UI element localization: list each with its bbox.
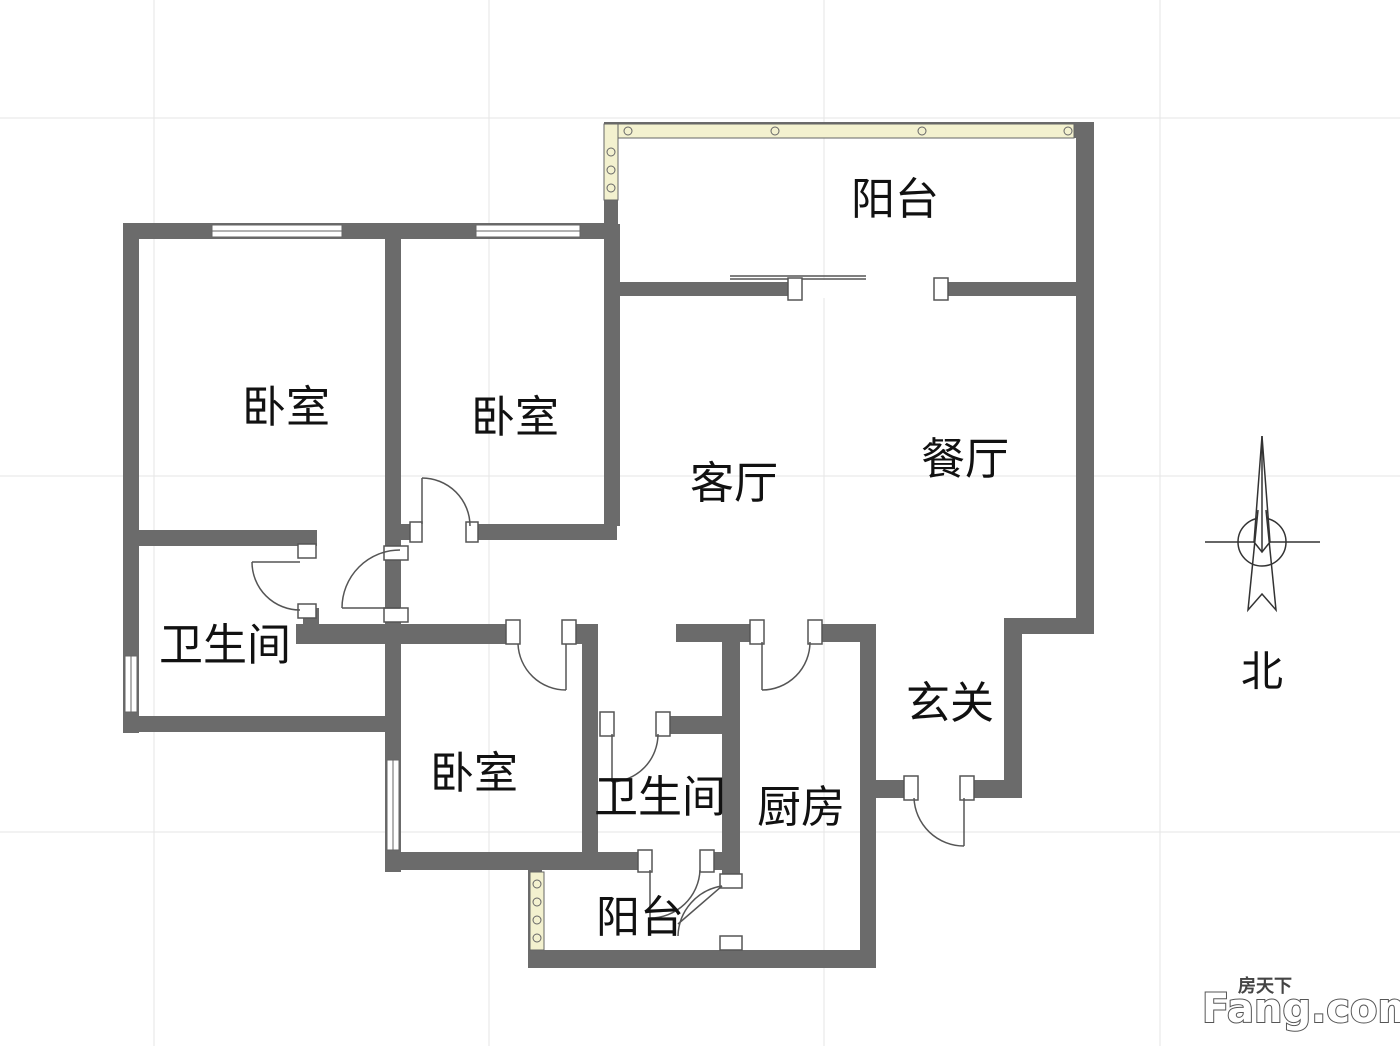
room-label-kitchen: 厨房 [757,782,845,833]
compass-north-label: 北 [1241,647,1283,696]
windows [124,224,581,851]
balcony-railings [529,123,1075,951]
compass-icon [1205,435,1320,613]
room-label-bedroom-south: 卧室 [430,748,518,799]
room-label-bedroom-north: 卧室 [471,392,559,443]
logo-brand-top: 房天下 [1238,975,1292,997]
room-label-bedroom-northwest: 卧室 [242,382,330,433]
room-label-living-room: 客厅 [690,458,778,509]
logo-brand-main: Fang.com [1202,986,1400,1032]
room-label-balcony-north: 阳台 [851,174,939,225]
doors [251,477,975,951]
sliding-door [730,275,949,301]
room-label-dining-room: 餐厅 [921,434,1009,485]
room-label-bathroom-west: 卫生间 [159,620,291,671]
walls [123,122,1094,968]
room-label-balcony-south: 阳台 [596,892,684,943]
fang-logo: 房天下 Fang.com [1201,975,1400,1033]
room-label-bathroom-south: 卫生间 [594,772,726,823]
room-label-entrance: 玄关 [906,678,994,729]
